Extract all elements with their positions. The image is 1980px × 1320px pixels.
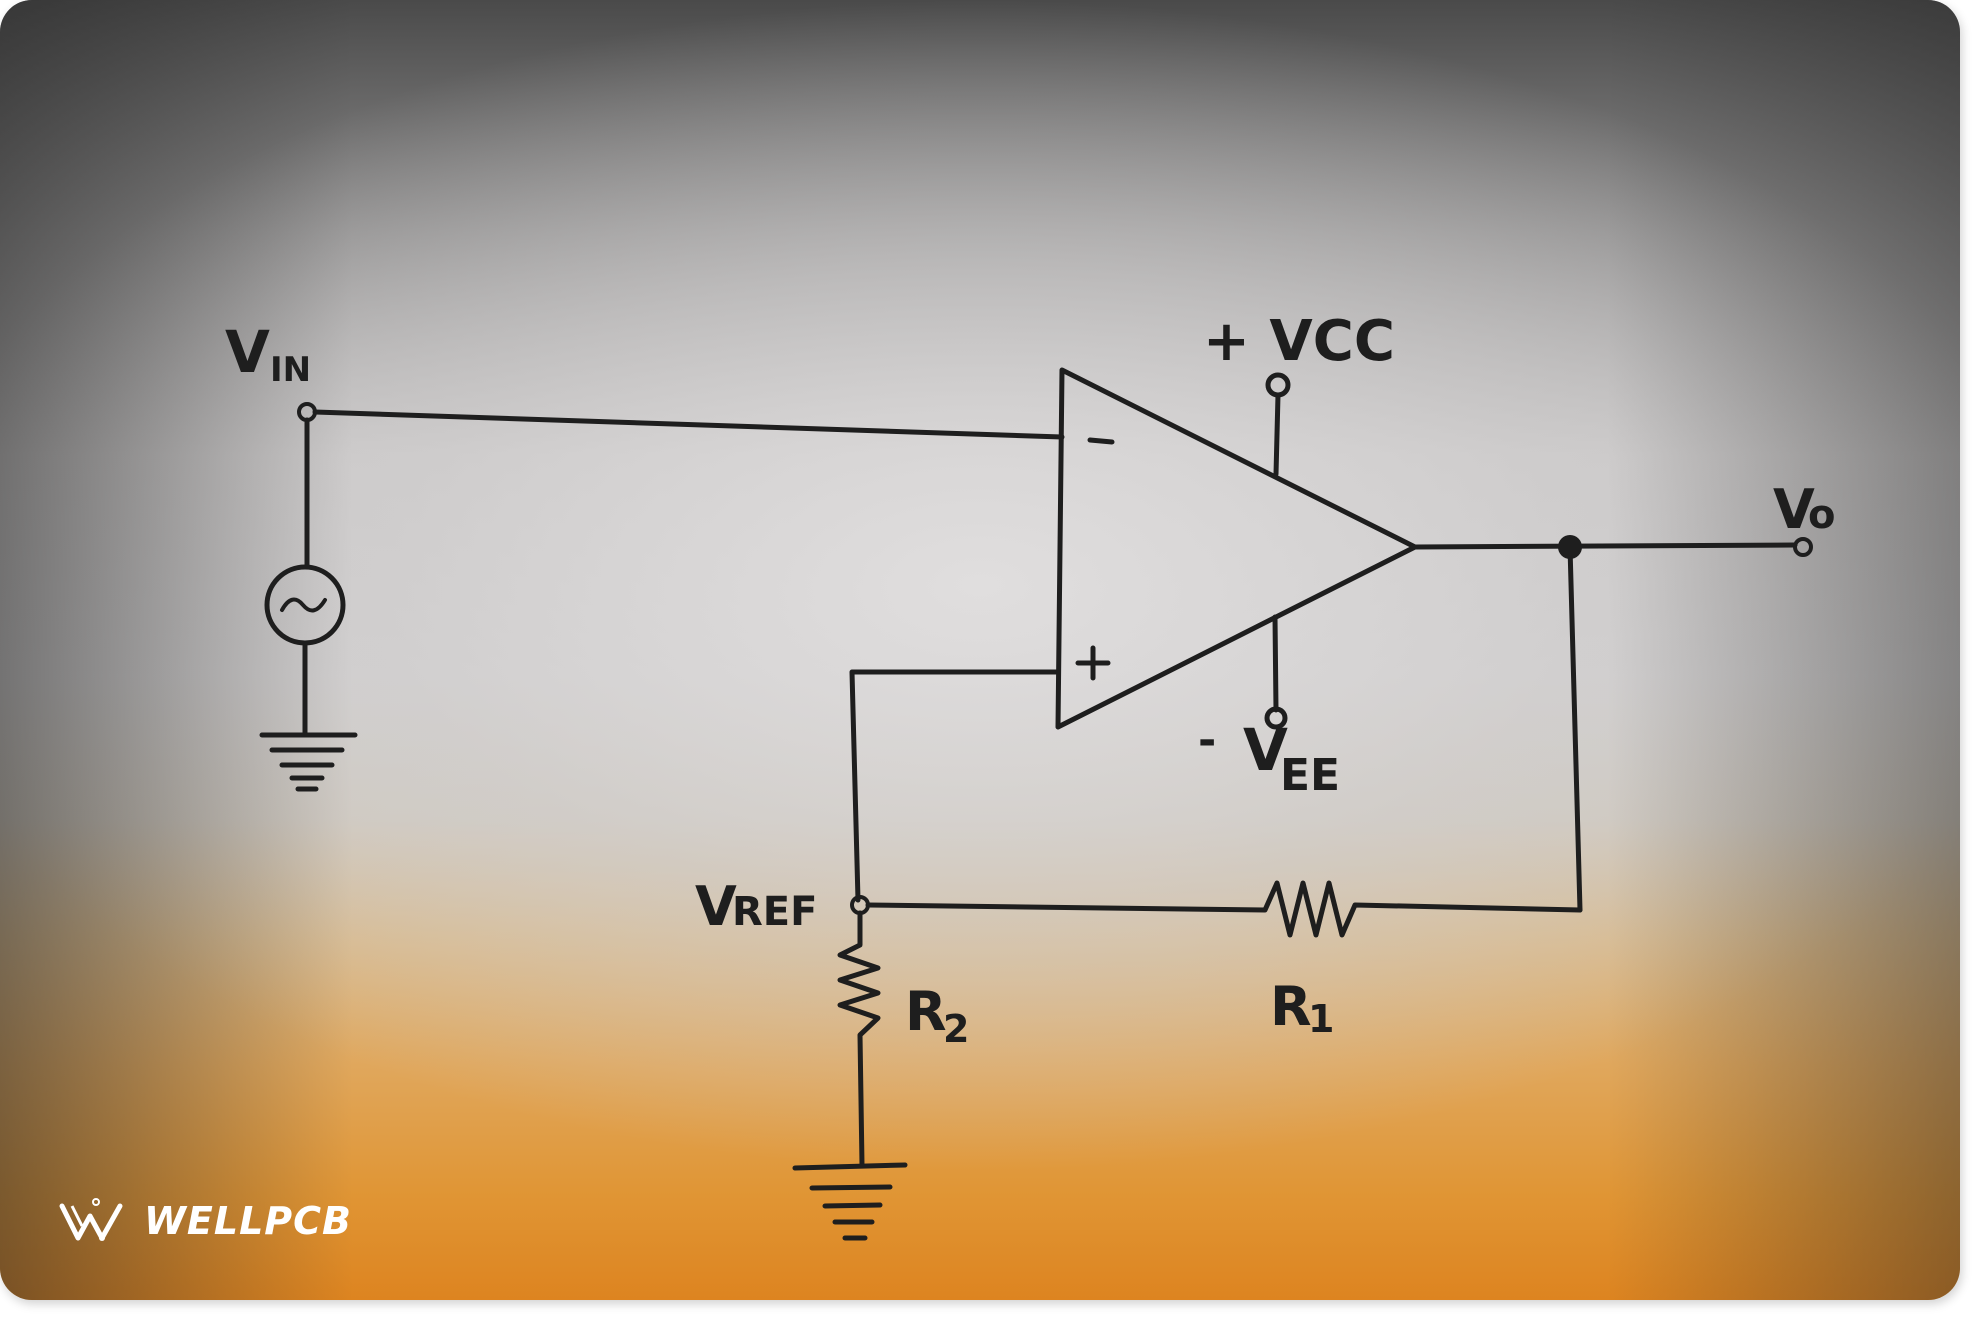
vee-label-sub: EE (1280, 750, 1340, 801)
opamp-icon (1055, 367, 1418, 730)
feedback-wire (849, 669, 1061, 903)
vcc-label: + VCC (1203, 309, 1395, 374)
ac-source-icon (264, 564, 346, 738)
vin-node (297, 402, 1065, 570)
r1-resistor-icon (865, 880, 1583, 938)
vin-label: V (225, 318, 270, 386)
vee-minus-label: - (1198, 715, 1216, 766)
vee-label: V (1243, 716, 1288, 784)
vref-label: V (695, 875, 737, 938)
ground-left-icon (259, 732, 358, 792)
ground-bottom-icon (792, 1162, 908, 1241)
r1-label: R (1270, 975, 1312, 1038)
vo-label: V (1773, 478, 1815, 541)
r2-label: R (905, 980, 947, 1043)
schematic: V IN − + + VCC (225, 309, 1835, 1241)
wellpcb-brand-text: WELLPCB (144, 1199, 353, 1243)
r2-resistor-icon (837, 910, 881, 1168)
vin-label-sub: IN (270, 350, 311, 390)
wellpcb-logo-icon (59, 1198, 123, 1241)
wellpcb-watermark: WELLPCB (58, 1198, 352, 1244)
r1-label-sub: 1 (1308, 997, 1334, 1041)
diagram-card: V IN − + + VCC (0, 0, 1960, 1300)
output-node (1412, 535, 1813, 913)
r2-label-sub: 2 (943, 1007, 969, 1051)
vee-pin (1264, 614, 1288, 730)
vref-label-sub: REF (732, 889, 817, 935)
vcc-pin (1265, 372, 1291, 477)
vo-label-sub: o (1808, 492, 1835, 538)
